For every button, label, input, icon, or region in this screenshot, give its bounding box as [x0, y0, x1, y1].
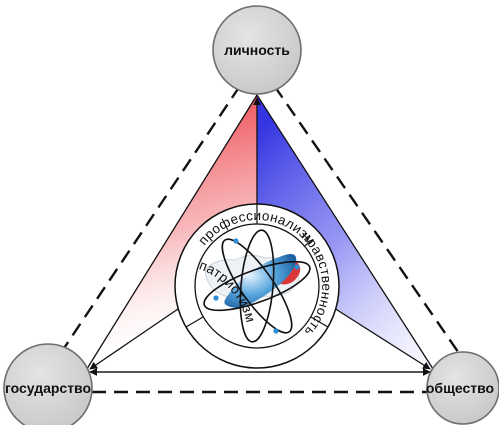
node-society: общество: [426, 351, 499, 425]
svg-text:личность: личность: [224, 42, 290, 58]
node-state: государство: [3, 343, 93, 425]
svg-text:общество: общество: [426, 380, 494, 396]
node-personality: личность: [212, 5, 302, 95]
outer-dashed-triangle: [47, 67, 473, 394]
svg-text:государство: государство: [5, 380, 91, 396]
center-emblem: [174, 203, 340, 369]
